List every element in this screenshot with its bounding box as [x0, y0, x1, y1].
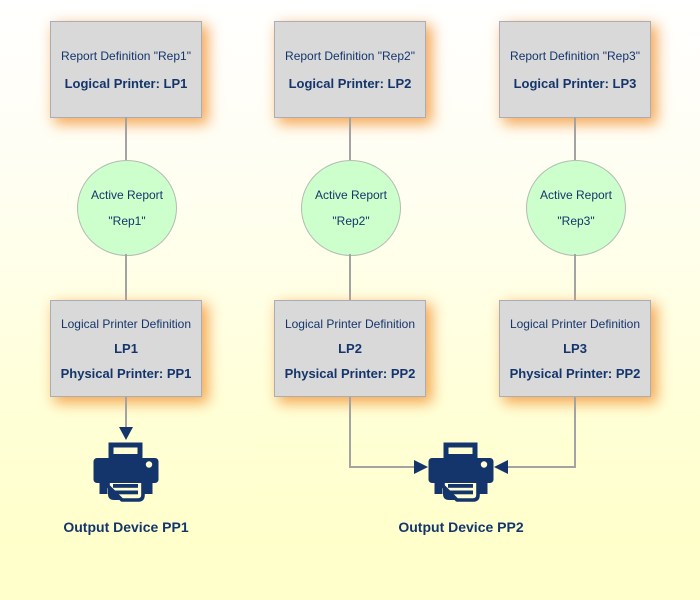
- report-definition-box-1: Report Definition "Rep1" Logical Printer…: [50, 21, 202, 118]
- connector-line: [574, 397, 576, 468]
- active-report-circle-2: Active Report "Rep2": [301, 160, 401, 256]
- printer-definition-name: LP2: [338, 340, 362, 356]
- connector-line: [125, 117, 127, 160]
- output-device-pp1-label: Output Device PP1: [63, 519, 189, 535]
- connector-line: [574, 254, 576, 300]
- active-report-text: Active Report: [314, 188, 388, 202]
- active-report-circle-3: Active Report "Rep3": [526, 160, 626, 256]
- connector-line: [125, 254, 127, 300]
- active-report-name: "Rep1": [108, 214, 146, 228]
- printer-definition-name: LP3: [563, 340, 587, 356]
- logical-printer-text: Logical Printer: LP2: [288, 75, 412, 91]
- active-report-name: "Rep2": [332, 214, 370, 228]
- active-report-text: Active Report: [539, 188, 613, 202]
- active-report-name: "Rep3": [557, 214, 595, 228]
- active-report-circle-1: Active Report "Rep1": [77, 160, 177, 256]
- report-definition-text: Report Definition "Rep1": [61, 48, 191, 63]
- physical-printer-text: Physical Printer: PP1: [60, 365, 192, 381]
- arrow-left-icon: [494, 460, 508, 474]
- report-definition-box-2: Report Definition "Rep2" Logical Printer…: [274, 21, 426, 118]
- output-device-pp2-label: Output Device PP2: [398, 519, 524, 535]
- logical-printer-text: Logical Printer: LP3: [513, 75, 637, 91]
- printer-definition-name: LP1: [114, 340, 138, 356]
- connector-line: [349, 117, 351, 160]
- printer-icon: [428, 442, 494, 502]
- printer-icon: [93, 442, 159, 502]
- active-report-text: Active Report: [90, 188, 164, 202]
- printer-definition-text: Logical Printer Definition: [284, 316, 416, 331]
- report-definition-text: Report Definition "Rep2": [285, 48, 415, 63]
- logical-printer-text: Logical Printer: LP1: [64, 75, 188, 91]
- arrow-right-icon: [414, 460, 428, 474]
- report-definition-text: Report Definition "Rep3": [510, 48, 640, 63]
- printer-definition-text: Logical Printer Definition: [509, 316, 641, 331]
- connector-line: [508, 466, 576, 468]
- report-definition-box-3: Report Definition "Rep3" Logical Printer…: [499, 21, 651, 118]
- connector-line: [349, 397, 351, 468]
- arrow-down-icon: [119, 427, 133, 440]
- physical-printer-text: Physical Printer: PP2: [509, 365, 641, 381]
- printer-definition-text: Logical Printer Definition: [60, 316, 192, 331]
- connector-line: [574, 117, 576, 160]
- physical-printer-text: Physical Printer: PP2: [284, 365, 416, 381]
- logical-printer-definition-box-2: Logical Printer Definition LP2 Physical …: [274, 300, 426, 397]
- connector-line: [125, 397, 127, 428]
- connector-line: [349, 254, 351, 300]
- logical-printer-definition-box-1: Logical Printer Definition LP1 Physical …: [50, 300, 202, 397]
- logical-printer-definition-box-3: Logical Printer Definition LP3 Physical …: [499, 300, 651, 397]
- connector-line: [349, 466, 415, 468]
